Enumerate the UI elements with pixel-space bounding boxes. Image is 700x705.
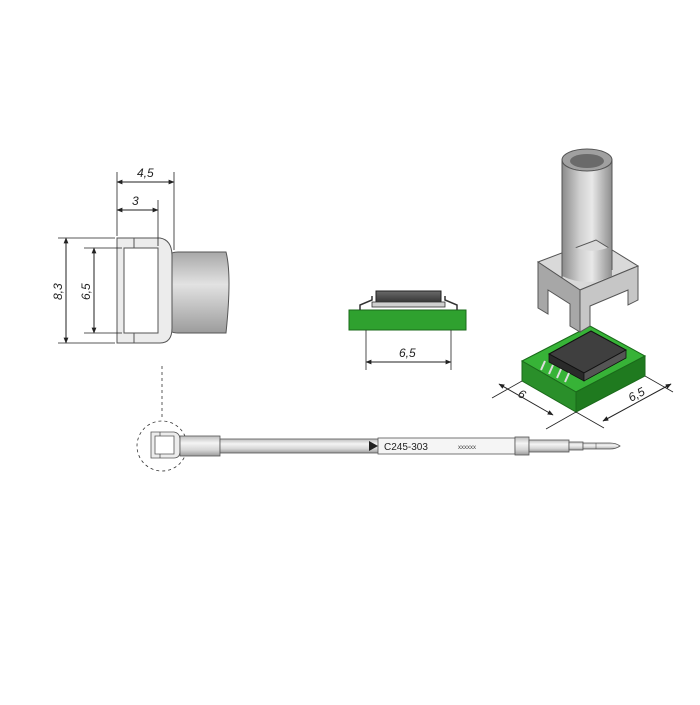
- cartridge-collar: [179, 435, 221, 457]
- pcb-side: [348, 309, 467, 331]
- arrow-marker-icon: [369, 441, 378, 451]
- component-leads: [359, 296, 458, 310]
- dim-inner-height: 6,5: [79, 283, 93, 300]
- isometric-view: 6 6,5: [491, 148, 674, 430]
- dim-iso-width: 6,5: [626, 384, 648, 404]
- tip-front-view: 4,5 3 8,3 6,5: [51, 166, 230, 344]
- chip-iso-leads: [540, 360, 570, 383]
- dim-component-width: 6,5: [399, 346, 416, 360]
- dim-total-height: 8,3: [51, 283, 65, 300]
- cartridge-tip-u: [150, 431, 181, 459]
- cartridge-serial-label: xxxxxx: [458, 445, 476, 451]
- tip-neck: [167, 251, 230, 334]
- dim-inner-width: 3: [132, 194, 139, 208]
- tip-u-blade: [116, 237, 173, 344]
- component-side-view: 6,5: [348, 290, 467, 370]
- nozzle-hood-side: [579, 265, 639, 333]
- cartridge-rear-sleeve: [514, 436, 530, 456]
- dim-total-width: 4,5: [137, 166, 154, 180]
- cartridge-connector-pin: [582, 442, 621, 450]
- cartridge-model-label: C245-303: [384, 442, 428, 453]
- cartridge: C245-303 xxxxxx: [136, 366, 621, 472]
